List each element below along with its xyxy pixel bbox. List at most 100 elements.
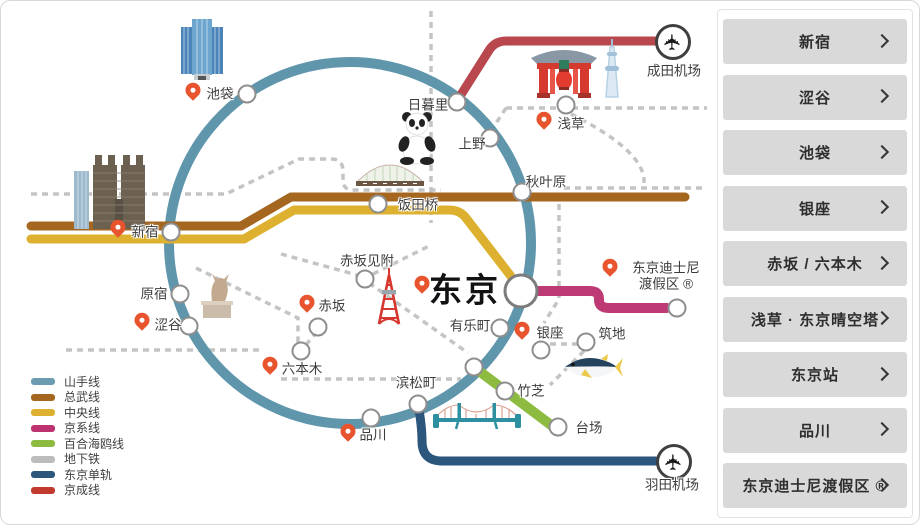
- map-label-0: 池袋: [206, 86, 234, 102]
- station-yurakucho: [490, 318, 510, 338]
- map-label-6: 赤坂见附: [340, 253, 394, 269]
- legend-swatch: [31, 486, 55, 494]
- map-label-13: 有乐町: [449, 318, 491, 334]
- station-harajuku: [170, 284, 190, 304]
- legend-label: 地下铁: [64, 452, 101, 466]
- sidebar-button-7[interactable]: 品川: [723, 407, 907, 453]
- sidebar-button-label: 浅草 · 东京晴空塔: [750, 311, 880, 329]
- station-odaiba: [548, 417, 568, 437]
- chevron-right-icon: [874, 366, 890, 381]
- chevron-right-icon: [874, 88, 890, 104]
- line-keisei: [452, 36, 661, 106]
- sidebar-button-6[interactable]: 东京站: [723, 352, 907, 397]
- legend-label: 东京单轨: [64, 467, 113, 482]
- map-label-22: 品川: [359, 427, 387, 443]
- station-disney-terminal: [667, 298, 687, 318]
- plane-glyph: ✈: [660, 32, 685, 52]
- station-ginza: [531, 340, 551, 360]
- chevron-right-icon: [874, 421, 890, 437]
- plane-glyph: ✈: [661, 452, 686, 472]
- tuna-fish-icon: [561, 351, 623, 392]
- legend-label: 总武线: [64, 390, 101, 404]
- tokyo-dome-icon: [353, 157, 427, 192]
- station-tsukiji: [576, 332, 596, 352]
- hachiko-statue-icon: [199, 267, 235, 324]
- map-label-16: 东京迪士尼: [632, 260, 700, 276]
- subway-dashed-line-0: [31, 157, 441, 196]
- station-asakusa: [556, 95, 576, 115]
- sidebar-button-5[interactable]: 浅草 · 东京晴空塔: [723, 296, 907, 342]
- sidebar-button-label: 品川: [798, 422, 831, 440]
- legend-item-3: 京系线: [31, 421, 124, 435]
- station-takeshiba: [495, 381, 515, 401]
- chevron-right-icon: [874, 33, 890, 48]
- chevron-right-icon: [874, 144, 890, 159]
- legend-label: 山手线: [64, 374, 101, 389]
- legend-label: 京系线: [64, 421, 101, 435]
- line-yurikamome: [470, 363, 564, 436]
- map-label-14: 银座: [536, 325, 564, 341]
- map-label-10: 浅草: [557, 116, 585, 132]
- map-label-4: 赤坂: [318, 298, 346, 314]
- station-roppongi: [291, 341, 311, 361]
- sidebar-button-8[interactable]: 东京迪士尼渡假区 ®: [723, 463, 907, 508]
- sidebar-button-label: 东京站: [790, 367, 839, 384]
- station-akasaka: [308, 317, 328, 337]
- subway-dashed-line-6: [542, 204, 561, 324]
- legend-item-2: 中央线: [31, 407, 124, 419]
- legend-item-5: 地下铁: [31, 452, 124, 466]
- sidebar-button-2[interactable]: 池袋: [723, 130, 907, 175]
- map-label-17: 渡假区 ®: [638, 276, 694, 292]
- legend-swatch: [31, 471, 55, 478]
- map-label-20: 竹芝: [517, 383, 545, 399]
- legend-item-0: 山手线: [31, 374, 124, 389]
- sidebar-button-label: 涩谷: [798, 89, 831, 107]
- sidebar-button-0[interactable]: 新宿: [723, 19, 907, 64]
- temple-gate-icon: [529, 41, 599, 104]
- sidebar-button-label: 新宿: [798, 34, 831, 51]
- map-label-12: 东京: [429, 271, 501, 309]
- legend-swatch: [31, 440, 55, 447]
- airplane-icon-haneda: ✈: [656, 444, 692, 480]
- panda-icon: [397, 109, 437, 170]
- sidebar-button-1[interactable]: 涩谷: [723, 74, 907, 120]
- map-label-18: 成田机场: [647, 63, 701, 79]
- legend-swatch: [31, 424, 55, 432]
- line-keiyo: [531, 286, 672, 313]
- legend-swatch: [31, 455, 55, 463]
- legend-label: 京成线: [64, 483, 101, 497]
- map-label-2: 原宿: [140, 286, 168, 302]
- station-ueno: [480, 128, 500, 148]
- legend-item-6: 东京单轨: [31, 467, 124, 482]
- map-label-7: 日暮里: [407, 97, 449, 113]
- subway-dashed-line-9: [195, 266, 300, 346]
- station-tokyo: [503, 273, 539, 309]
- map-label-8: 上野: [458, 136, 486, 152]
- line-monorail: [413, 399, 661, 466]
- sidebar-button-4[interactable]: 赤坂 / 六本木: [723, 241, 907, 286]
- map-label-5: 六本木: [281, 361, 323, 377]
- sidebar-button-label: 赤坂 / 六本木: [767, 256, 863, 273]
- station-nippori: [447, 92, 467, 112]
- skytree-icon: [599, 39, 625, 104]
- sidebar-button-label: 池袋: [798, 145, 831, 162]
- sidebar-button-label: 东京迪士尼渡假区 ®: [742, 478, 888, 495]
- station-akasaka-mitsuke: [355, 269, 375, 289]
- tokyo-tower-icon: [375, 267, 403, 332]
- station-hamamatsucho: [408, 394, 428, 414]
- legend-swatch: [31, 409, 55, 416]
- legend-label: 百合海鸥线: [64, 436, 125, 451]
- legend-item-7: 京成线: [31, 483, 124, 497]
- map-label-3: 涩谷: [154, 317, 182, 333]
- station-akihabara: [512, 182, 532, 202]
- map-label-11: 饭田桥: [397, 197, 439, 213]
- station-yurikamome-branch: [464, 357, 484, 377]
- sidebar-button-3[interactable]: 银座: [723, 185, 907, 231]
- map-label-23: 羽田机场: [645, 477, 699, 493]
- map-label-9: 秋叶原: [525, 174, 567, 190]
- station-shibuya: [179, 316, 199, 336]
- sidebar-button-label: 银座: [798, 200, 831, 218]
- airplane-icon-narita: ✈: [655, 24, 691, 60]
- station-shinagawa: [361, 408, 381, 428]
